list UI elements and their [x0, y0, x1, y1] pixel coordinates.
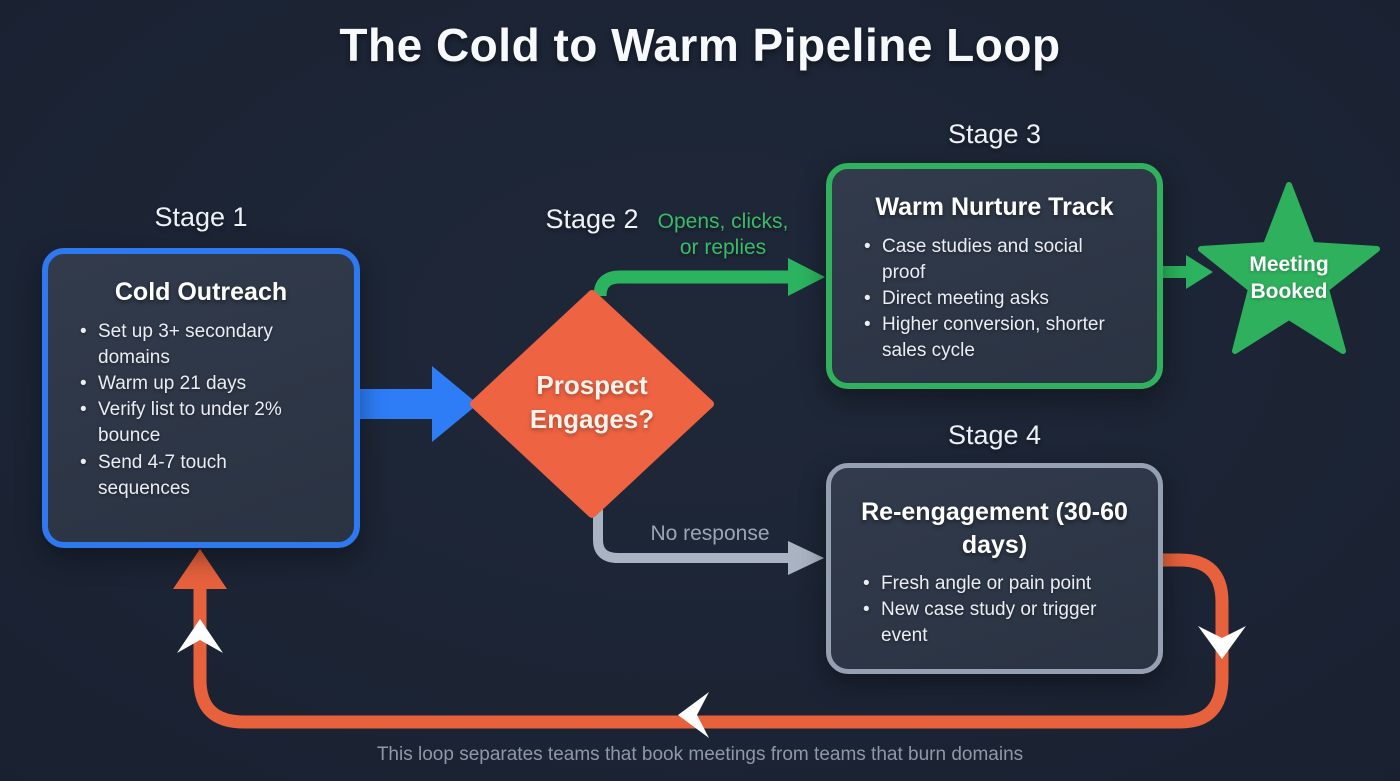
stage2-label: Stage 2: [545, 204, 639, 234]
arrow-no-head-icon: [788, 541, 824, 575]
stage4-bullet-list: Fresh angle or pain pointNew case study …: [859, 571, 1142, 650]
bullet-item: Fresh angle or pain point: [859, 571, 1121, 597]
stage1-label: Stage 1: [154, 202, 248, 232]
loop-chevron-left-icon: [678, 692, 709, 738]
stage3-card: Warm Nurture Track Case studies and soci…: [826, 163, 1163, 389]
stage3-label: Stage 3: [947, 119, 1042, 149]
decision-question: Prospect Engages?: [529, 370, 655, 434]
loop-chevron-down-icon: [1198, 626, 1246, 659]
stage4-heading: Re-engagement (30-60 days): [861, 498, 1128, 559]
no-path-label: No response: [650, 522, 770, 545]
arrow-star-head-icon: [1186, 255, 1213, 289]
loop-return-path: [193, 553, 1229, 729]
stage1-bullet-list: Set up 3+ secondary domainsWarm up 21 da…: [76, 319, 338, 503]
stage4-card: Re-engagement (30-60 days) Fresh angle o…: [826, 463, 1163, 674]
arrow-no-path: [593, 508, 788, 563]
arrow-stage1-to-diamond: [358, 366, 478, 442]
stage3-bullet-list: Case studies and social proofDirect meet…: [860, 234, 1141, 365]
bullet-item: Send 4-7 touch sequences: [76, 450, 302, 502]
loop-chevron-up-icon: [177, 619, 223, 653]
bullet-item: Warm up 21 days: [76, 371, 302, 397]
loop-arrowhead-up-icon: [173, 549, 227, 589]
stage3-heading: Warm Nurture Track: [875, 193, 1114, 221]
bullet-item: Set up 3+ secondary domains: [76, 319, 302, 371]
meeting-booked-star: [1198, 182, 1380, 354]
decision-diamond: [470, 290, 714, 518]
bullet-item: Case studies and social proof: [860, 234, 1122, 286]
stage1-heading: Cold Outreach: [114, 278, 288, 306]
footer-note: This loop separates teams that book meet…: [376, 744, 1024, 765]
bullet-item: Direct meeting asks: [860, 286, 1122, 312]
yes-path-label: Opens, clicks, or replies: [657, 210, 789, 260]
arrow-yes-path: [593, 270, 788, 297]
bullet-item: Verify list to under 2% bounce: [76, 397, 302, 449]
stage1-card: Cold Outreach Set up 3+ secondary domain…: [42, 248, 360, 548]
bullet-item: Higher conversion, shorter sales cycle: [860, 312, 1122, 364]
meeting-booked-label: Meeting Booked: [1249, 253, 1329, 303]
arrow-yes-head-icon: [788, 258, 825, 296]
stage4-label: Stage 4: [947, 420, 1042, 450]
bullet-item: New case study or trigger event: [859, 597, 1121, 649]
page-title: The Cold to Warm Pipeline Loop: [339, 19, 1061, 71]
